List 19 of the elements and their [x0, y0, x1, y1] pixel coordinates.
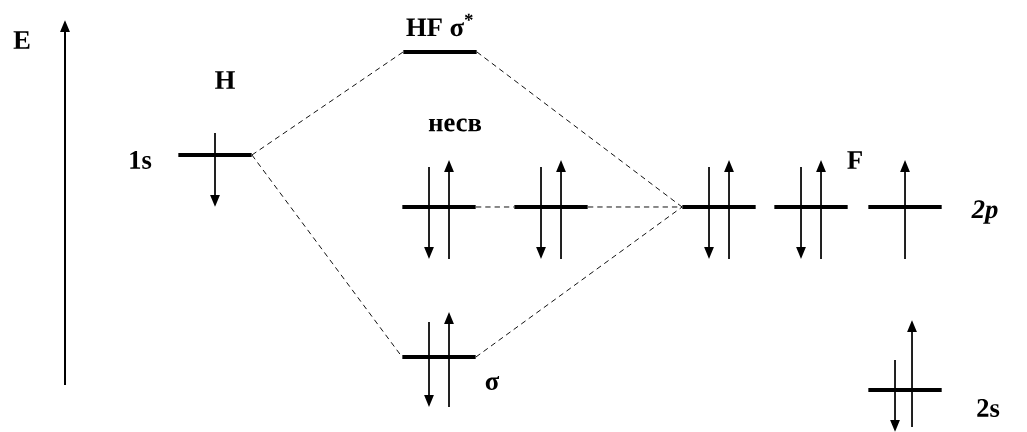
label: F	[847, 151, 862, 169]
level-label: 1s	[130, 151, 152, 169]
level-label: HF σ$^{*}$	[406, 13, 473, 37]
label: 2p	[971, 200, 998, 224]
energy-level	[682, 205, 756, 209]
dashed-line	[251, 51, 404, 156]
label: несв	[428, 118, 482, 132]
level-label: 2s	[977, 399, 1000, 417]
energy-level	[514, 205, 588, 209]
energy-level	[774, 205, 848, 209]
dashed-line	[587, 206, 683, 208]
level-label: H	[215, 71, 235, 89]
dashed-line	[475, 206, 515, 208]
label: E	[13, 31, 30, 49]
energy-level	[868, 205, 942, 209]
dashed-line	[475, 206, 683, 358]
dashed-line	[476, 51, 683, 208]
energy-level	[402, 205, 476, 209]
level-label: σ	[485, 375, 500, 391]
